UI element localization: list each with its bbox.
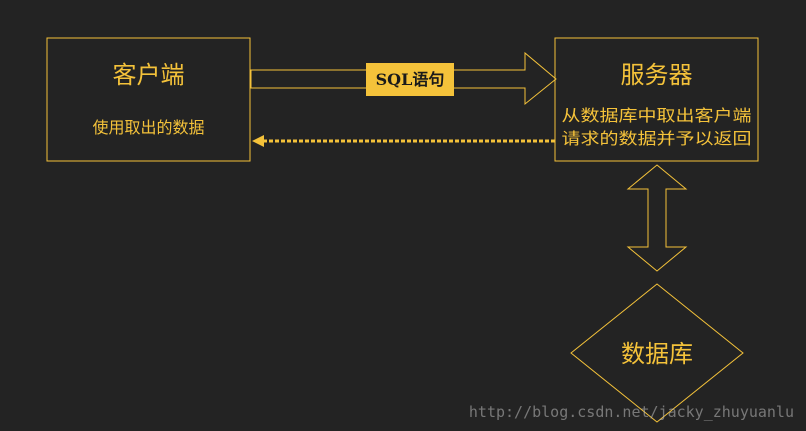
database-node: 数据库 <box>570 283 744 423</box>
sql-label-box <box>366 63 454 96</box>
server-box <box>554 37 759 162</box>
client-node: 客户端 使用取出的数据 <box>46 37 251 162</box>
server-subtitle-line2: 请求的数据并予以返回 <box>562 129 752 148</box>
watermark-text: http://blog.csdn.net/jacky_zhuyuanlu <box>469 403 794 421</box>
server-title: 服务器 <box>621 61 693 89</box>
double-arrow-shape <box>626 164 688 272</box>
client-box <box>46 37 251 162</box>
database-title: 数据库 <box>621 340 693 368</box>
database-diamond <box>570 283 744 423</box>
server-node: 服务器 从数据库中取出客户端 请求的数据并予以返回 <box>554 37 759 162</box>
client-title: 客户端 <box>113 61 185 89</box>
server-database-arrow <box>626 164 688 272</box>
request-arrow: SQL语句 <box>250 51 557 106</box>
response-arrow <box>252 135 555 147</box>
request-arrow-shape <box>250 51 557 106</box>
client-subtitle: 使用取出的数据 <box>92 118 204 137</box>
sql-label: SQL语句 <box>376 70 445 89</box>
response-arrow-head <box>252 135 264 147</box>
server-subtitle-line1: 从数据库中取出客户端 <box>562 106 752 125</box>
